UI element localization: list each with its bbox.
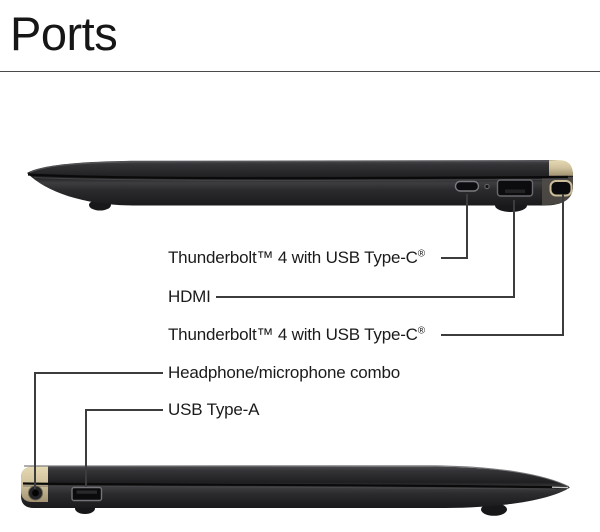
callout-label-text: HDMI [168,287,211,306]
callout-line-hdmi-vertical [513,200,515,297]
lid-seam [27,173,569,180]
callout-line-thunderbolt-top-horizontal [441,257,468,259]
usb-c-thunderbolt-port [454,180,480,192]
hdmi-port-tongue [505,189,525,193]
callout-label-text: USB Type-A [168,400,260,419]
registered-mark: ® [417,325,425,337]
page-title: Ports [10,7,118,60]
callout-label-text: Thunderbolt™ 4 with USB Type-C [168,325,418,344]
lid-seam [22,482,568,489]
callout-label-thunderbolt-top: Thunderbolt™ 4 with USB Type-C® [168,249,425,267]
callout-line-usb-a-horizontal [85,409,163,411]
laptop-right-side-view [27,160,573,212]
callout-label-thunderbolt-right: Thunderbolt™ 4 with USB Type-C® [168,326,425,344]
callout-line-hdmi-horizontal [216,296,515,298]
callout-label-usb-a: USB Type-A [168,401,259,419]
usb-a-port-tongue [76,490,97,494]
laptop-left-side-view [21,465,570,516]
callout-line-usb-a-vertical [85,409,87,487]
thunderbolt-usb-c-port-corner [549,180,573,197]
callout-line-headphone-vertical [34,372,36,489]
registered-mark: ® [417,248,425,260]
hdmi-port [496,179,534,197]
callout-line-thunderbolt-top-vertical [466,194,468,258]
seam-highlight [33,177,567,181]
rubber-foot-right [481,503,507,516]
callout-line-thunderbolt-right-vertical [562,194,564,335]
top-edge-highlight [29,160,550,174]
callout-label-hdmi: HDMI [168,288,211,306]
headphone-jack-hole [32,489,39,497]
callout-label-text: Thunderbolt™ 4 with USB Type-C [168,248,418,267]
callout-label-headphone: Headphone/microphone combo [168,364,400,382]
usb-a-port [71,486,103,502]
callout-line-thunderbolt-right-horizontal [441,334,564,336]
callout-label-text: Headphone/microphone combo [168,363,401,382]
laptop-body [27,160,573,206]
gold-corner-accent [549,160,573,176]
top-edge-highlight [23,465,570,488]
callout-line-headphone-horizontal [34,372,163,374]
title-divider [0,71,600,72]
seam-highlight [22,485,556,490]
status-led [484,183,490,190]
